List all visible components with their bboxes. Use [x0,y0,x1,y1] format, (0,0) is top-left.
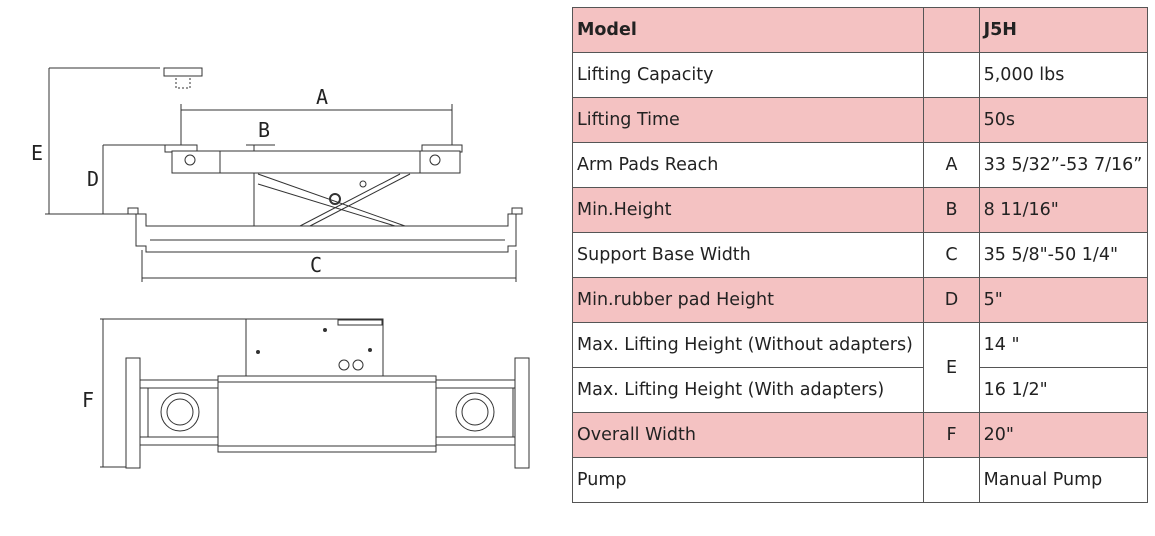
table-row: Min.rubber pad Height D 5" [571,277,1149,323]
row-value: 16 1/2" [978,367,1149,413]
row-label: Min.Height [571,187,925,233]
header-model-value: J5H [978,7,1149,53]
table-row: Arm Pads Reach A 33 5/32”-53 7/16” [571,142,1149,188]
header-label: Model [571,7,925,53]
row-value: 33 5/32”-53 7/16” [978,142,1149,188]
dimension-label-a: A [316,85,328,109]
row-value: 35 5/8"-50 1/4" [978,232,1149,278]
row-label: Lifting Time [571,97,925,143]
table-row: Max. Lifting Height (Without adapters) E… [571,322,1149,413]
header-letter [923,7,980,53]
row-label: Max. Lifting Height (Without adapters) [571,322,925,368]
row-letter: A [923,142,980,188]
dimension-label-b: B [258,118,270,142]
table-header-row: Model J5H [571,7,1149,53]
row-value: 14 " [978,322,1149,368]
row-value: 5,000 lbs [978,52,1149,98]
table-row: Pump Manual Pump [571,457,1149,503]
row-value: 8 11/16" [978,187,1149,233]
table-row: Lifting Time 50s [571,97,1149,143]
table-row: Support Base Width C 35 5/8"-50 1/4" [571,232,1149,278]
row-label: Overall Width [571,412,925,458]
row-letter: D [923,277,980,323]
top-view [100,318,530,469]
row-letter [923,52,980,98]
row-value: 5" [978,277,1149,323]
row-letter: C [923,232,980,278]
row-label: Pump [571,457,925,503]
row-label: Arm Pads Reach [571,142,925,188]
row-value: 50s [978,97,1149,143]
row-letter: B [923,187,980,233]
table-row: Lifting Capacity 5,000 lbs [571,52,1149,98]
table-row: Max. Lifting Height (With adapters) 16 1… [571,367,1149,413]
row-letter: F [923,412,980,458]
dimension-label-d: D [87,167,99,191]
jack-technical-drawing: A B C D E F [0,0,560,536]
side-view [45,67,523,282]
dimension-label-c: C [310,253,322,277]
specification-table: Model J5H Lifting Capacity 5,000 lbs Lif… [571,7,1149,503]
table-row: Overall Width F 20" [571,412,1149,458]
row-label: Max. Lifting Height (With adapters) [571,367,925,413]
row-letter [923,97,980,143]
row-letter: E [923,322,980,413]
row-value: Manual Pump [978,457,1149,503]
row-label: Min.rubber pad Height [571,277,925,323]
row-letter [923,457,980,503]
table-row: Min.Height B 8 11/16" [571,187,1149,233]
dimension-label-e: E [31,141,43,165]
row-label: Support Base Width [571,232,925,278]
row-value: 20" [978,412,1149,458]
dimension-label-f: F [82,388,94,412]
row-label: Lifting Capacity [571,52,925,98]
